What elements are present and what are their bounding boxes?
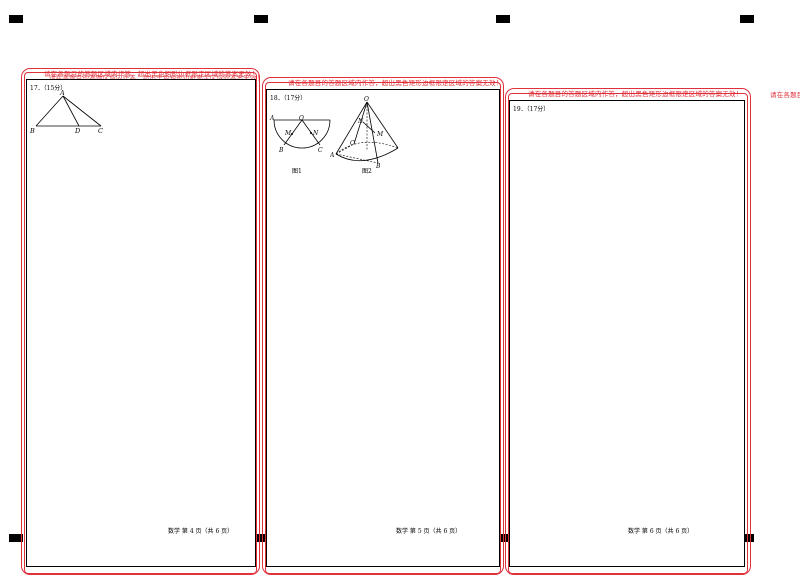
registration-mark-top-2 (254, 15, 268, 23)
q18-fig2-label-o: O (364, 96, 369, 103)
q18-fig1-label-c: C (318, 147, 323, 154)
q18-fig2-label-n: N (357, 118, 364, 125)
q17-label: 17．（15分） (30, 85, 67, 92)
q18-fig1-point-m-dot (291, 133, 293, 135)
q18-fig1-label-b: B (278, 147, 284, 154)
q17-segment-ad (62, 95, 80, 127)
q17-side-ab (35, 95, 64, 127)
q18-fig1-semicircle-arc (273, 119, 331, 149)
q18-fig2-generator-right (366, 101, 399, 149)
q18-fig2-segment-oc (353, 101, 368, 145)
q18-fig2-label-a: A (330, 152, 335, 159)
page-4-notice-overlap: 请在各题目的答题区域内作答，超出黑色矩形边框限定区域的答案无效！ (49, 74, 264, 82)
page-4-notice: 请在各题目的答题区域内作答，超出黑色矩形边框限定区域的答案无效！ (44, 70, 259, 78)
q18-figure-1-semicircle: A O M N B C (269, 115, 331, 154)
registration-mark-bottom-1 (9, 534, 23, 542)
q17-point-a: A (59, 90, 65, 97)
q17-answer-box[interactable] (26, 79, 256, 567)
q18-label: 18．（17分） (270, 95, 307, 102)
q18-fig1-segment-ob (283, 119, 303, 146)
page-5-footer: 数学 第 5 页（共 6 页） (396, 528, 462, 535)
q19-label: 19．（17分） (513, 106, 550, 113)
q18-fig2-base-front (335, 147, 399, 162)
page-6-footer: 数学 第 6 页（共 6 页） (628, 528, 694, 535)
q18-fig2-label-m: M (376, 131, 384, 138)
q17-point-c: C (98, 127, 103, 135)
page-5-notice: 请在各题目的答题区域内作答，超出黑色矩形边框限定区域的答案无效！ (288, 79, 503, 87)
q17-point-b: B (29, 127, 35, 135)
q18-figure-1-caption: 图1 (292, 168, 302, 175)
q18-fig1-label-m: M (284, 130, 292, 137)
registration-mark-top-3 (496, 15, 510, 23)
q18-fig2-segment-ob (366, 101, 379, 164)
q18-figure-2-cone: O N M C A B (330, 96, 399, 168)
q18-figure-2-caption: 图2 (362, 168, 372, 175)
registration-mark-top-1 (9, 15, 23, 23)
q18-fig2-segment-nm (362, 121, 376, 134)
q17-point-d: D (74, 127, 81, 135)
q18-fig1-point-n-dot (310, 132, 312, 134)
q18-fig1-label-a: A (269, 115, 275, 122)
next-page-notice-partial: 请在各题目 (770, 91, 800, 99)
q18-fig1-label-o: O (299, 115, 304, 122)
q18-fig2-label-b: B (375, 163, 381, 168)
q17-triangle-figure: A B D C (29, 90, 103, 135)
page-6-notice: 请在各题目的答题区域内作答，超出黑色矩形边框限定区域的答案无效！ (528, 90, 743, 98)
q17-side-ac (62, 95, 102, 127)
q18-fig2-generator-left (335, 101, 368, 155)
page-4-footer: 数学 第 4 页（共 6 页） (168, 528, 234, 535)
registration-mark-bottom-2 (254, 534, 268, 542)
registration-mark-top-4 (740, 15, 754, 23)
q18-fig2-chord-ab (335, 153, 379, 164)
q18-fig2-label-c: C (350, 140, 355, 147)
q19-answer-box[interactable] (509, 100, 745, 567)
q18-fig1-label-n: N (312, 130, 319, 137)
